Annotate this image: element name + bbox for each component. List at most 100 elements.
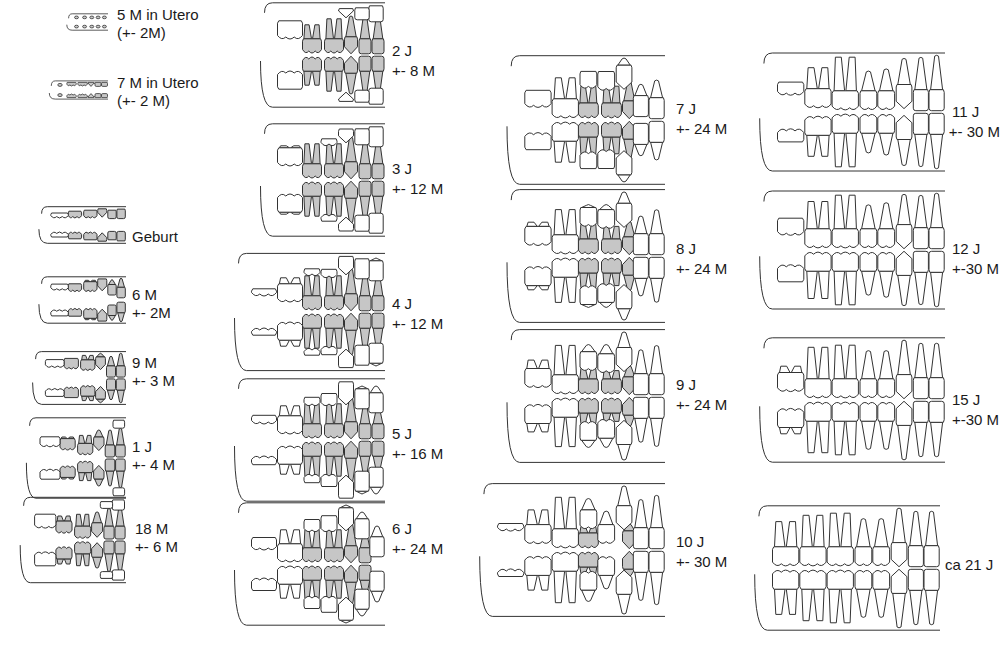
age-label: 3 J — [392, 160, 412, 177]
tooth-root — [356, 609, 368, 616]
tooth-crown — [855, 570, 872, 589]
tooth-root — [582, 499, 596, 510]
tooth-crown — [580, 571, 597, 590]
tooth-crown — [878, 114, 895, 133]
tooth-root — [635, 350, 647, 374]
age-label: 2 J — [392, 42, 412, 59]
tooth-crown — [325, 314, 344, 328]
dentition-stage — [507, 330, 665, 463]
tooth-crown — [339, 92, 354, 101]
tooth-crown — [325, 57, 344, 71]
tooth-crown — [372, 56, 384, 71]
tooth-root — [79, 473, 92, 481]
tooth-crown — [304, 520, 320, 532]
tooth-crown — [913, 90, 928, 111]
tooth-root — [618, 445, 631, 461]
tooth-crown — [56, 547, 72, 559]
tooth-crown — [303, 57, 322, 71]
tooth-crown — [616, 285, 632, 309]
tooth-root — [304, 530, 320, 548]
tooth-root — [931, 343, 943, 377]
tooth-crown — [355, 471, 369, 491]
tooth-root — [834, 57, 856, 91]
tooth-crown — [649, 234, 664, 255]
tooth-crown — [878, 402, 895, 421]
tooth-crown — [78, 461, 93, 472]
tooth-crown — [56, 521, 72, 533]
tooth-crown — [832, 114, 858, 133]
tooth-crown — [359, 424, 371, 439]
tooth-crown — [252, 578, 277, 591]
tooth-crown — [252, 415, 277, 424]
tooth-crown — [68, 232, 81, 239]
tooth-crown — [355, 259, 369, 279]
tooth-crown — [345, 422, 358, 439]
tooth-crown — [51, 232, 69, 237]
dentition-stage — [235, 253, 386, 370]
tooth-crown — [95, 82, 101, 86]
tooth-root — [618, 58, 631, 65]
tooth-crown — [633, 374, 648, 395]
tooth-root — [898, 275, 911, 305]
tooth-crown — [552, 552, 578, 571]
tooth-crown — [929, 90, 944, 111]
tooth-crown — [805, 252, 831, 271]
tooth-root — [829, 513, 851, 547]
tooth-root — [834, 195, 856, 229]
tooth-crown — [325, 566, 344, 580]
tooth-crown — [896, 375, 912, 399]
age-label: 8 J — [676, 240, 696, 257]
tooth-crown — [325, 182, 344, 196]
tooth-root — [326, 144, 342, 164]
tooth-crown — [896, 225, 912, 249]
dentition-stage — [480, 484, 665, 617]
tooth-crown — [303, 39, 322, 53]
tooth-crown — [345, 565, 358, 582]
tooth-root — [326, 530, 342, 548]
age-label: +- 6 M — [135, 538, 178, 555]
tooth-crown — [896, 85, 912, 109]
mandible-outline — [39, 229, 126, 243]
tooth-crown — [339, 256, 354, 274]
tooth-crown — [278, 194, 303, 212]
tooth-crown — [321, 474, 337, 486]
tooth-crown — [321, 346, 337, 354]
tooth-germ — [58, 94, 62, 97]
tooth-root — [304, 25, 320, 39]
tooth-crown — [633, 234, 648, 255]
tooth-crown — [800, 570, 826, 589]
tooth-root — [109, 316, 116, 321]
tooth-crown — [339, 597, 354, 620]
tooth-crown — [304, 397, 320, 405]
tooth-crown — [359, 296, 371, 311]
tooth-root — [97, 353, 105, 357]
tooth-crown — [891, 569, 907, 593]
tooth-crown — [355, 519, 369, 539]
tooth-root — [279, 464, 300, 474]
tooth-germ — [96, 16, 100, 19]
tooth-root — [554, 277, 576, 302]
tooth-crown — [345, 56, 358, 73]
tooth-crown — [64, 387, 78, 398]
tooth-crown — [649, 397, 664, 418]
tooth-crown — [525, 226, 551, 245]
tooth-root — [651, 572, 663, 604]
age-label: +- 8 M — [392, 62, 435, 79]
tooth-crown — [369, 213, 383, 233]
tooth-crown — [896, 251, 912, 275]
tooth-root — [780, 366, 802, 372]
tooth-crown — [369, 261, 383, 281]
tooth-crown — [372, 164, 384, 179]
tooth-crown — [321, 516, 337, 532]
tooth-root — [304, 144, 320, 164]
tooth-root — [834, 271, 856, 305]
tooth-crown — [498, 524, 524, 532]
tooth-crown — [108, 210, 116, 218]
mandible-outline — [39, 304, 126, 323]
tooth-crown — [616, 506, 632, 530]
tooth-crown — [370, 537, 384, 557]
tooth-crown — [102, 82, 108, 86]
tooth-root — [893, 508, 906, 542]
age-label: +- 24 M — [676, 120, 727, 137]
tooth-root — [635, 144, 647, 155]
